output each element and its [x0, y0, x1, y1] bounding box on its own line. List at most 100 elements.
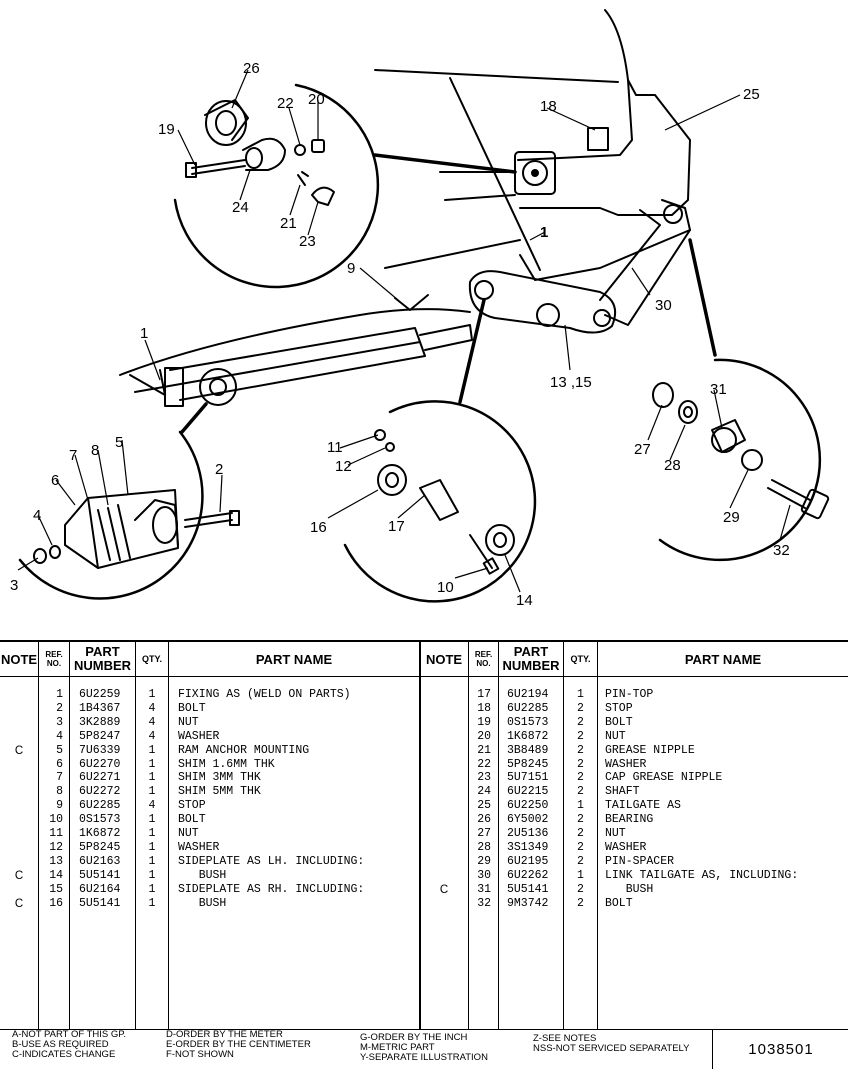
- cell-ref: 14: [49, 868, 63, 882]
- callout-12: 12: [335, 458, 352, 475]
- cell-qty: 2: [577, 743, 584, 757]
- callout-1-ram: 1: [140, 325, 148, 342]
- cell-name: PIN-TOP: [605, 688, 654, 701]
- cell-qty: 2: [577, 729, 584, 743]
- callout-7: 7: [69, 447, 77, 464]
- cell-qty: 2: [577, 840, 584, 854]
- legend-footer: A-NOT PART OF THIS GP. B-USE AS REQUIRED…: [0, 1030, 848, 1069]
- cell-qty: 1: [148, 840, 156, 854]
- callout-28: 28: [664, 457, 681, 474]
- cell-qty: 1: [577, 688, 584, 701]
- callout-18: 18: [540, 98, 557, 115]
- cell-qty: 4: [148, 799, 156, 813]
- callout-23: 23: [299, 233, 316, 250]
- cell-part: 6U2163: [79, 854, 121, 868]
- header-qty-left: QTY.: [141, 654, 162, 664]
- cell-part: 6U2272: [79, 785, 121, 799]
- cell-ref: 19: [477, 715, 491, 729]
- cell-ref: 4: [56, 729, 63, 743]
- header-part-left: PART NUMBER: [73, 644, 132, 673]
- cell-name: STOP: [178, 799, 206, 813]
- cell-qty: 1: [148, 743, 156, 757]
- cell-qty: 2: [577, 757, 584, 771]
- cell-part: 5U7151: [507, 771, 549, 785]
- cell-part: 1K6872: [79, 827, 121, 840]
- legend-col-z-nss: Z-SEE NOTES NSS-NOT SERVICED SEPARATELY: [533, 1033, 690, 1054]
- header-name-left: PART NAME: [255, 651, 333, 667]
- header-name-right: PART NAME: [684, 651, 762, 667]
- callout-10: 10: [437, 579, 454, 596]
- cell-part: 6U2250: [507, 799, 549, 813]
- cell-ref: 17: [477, 688, 491, 701]
- cell-qty: 1: [148, 868, 156, 882]
- cell-ref: 32: [477, 896, 491, 910]
- cell-ref: 1: [56, 688, 63, 701]
- cell-part: 9M3742: [507, 896, 549, 910]
- callout-26: 26: [243, 60, 260, 77]
- exploded-parts-diagram: 26 22 20 19 24 21 23 18 25 1 9 1 30 13 ,…: [10, 9, 830, 609]
- callout-16: 16: [310, 519, 327, 536]
- cell-ref: 12: [49, 840, 63, 854]
- cell-qty: 2: [577, 701, 584, 715]
- cell-part: 6U2164: [79, 882, 121, 896]
- cell-note: C: [14, 869, 24, 882]
- callout-3: 3: [10, 577, 18, 594]
- cell-qty: 4: [148, 715, 156, 729]
- callout-11: 11: [327, 439, 343, 456]
- cell-name: PIN-SPACER: [605, 854, 675, 868]
- cell-part: 6U2259: [79, 688, 121, 701]
- cell-qty: 1: [148, 688, 156, 701]
- cell-ref: 8: [56, 785, 63, 799]
- cell-qty: 2: [577, 771, 584, 785]
- cell-qty: 4: [148, 729, 156, 743]
- cell-name: RAM ANCHOR MOUNTING: [178, 743, 310, 757]
- callout-22: 22: [277, 95, 294, 112]
- cell-name: SHIM 5MM THK: [178, 785, 261, 799]
- callout-29: 29: [723, 509, 740, 526]
- cell-ref: 28: [477, 840, 491, 854]
- cell-name: NUT: [178, 715, 199, 729]
- cell-part: 6U2262: [507, 868, 549, 882]
- cell-ref: 15: [49, 882, 63, 896]
- cell-qty: 1: [148, 771, 156, 785]
- header-part-right: PART NUMBER: [502, 644, 560, 673]
- cell-qty: 1: [148, 827, 156, 840]
- cell-name: NUT: [605, 729, 626, 743]
- cell-part: 3K2889: [79, 715, 121, 729]
- cell-ref: 29: [477, 854, 491, 868]
- cell-name: TAILGATE AS: [605, 799, 681, 813]
- header-note-left: NOTE: [0, 651, 38, 667]
- cell-name: WASHER: [178, 729, 220, 743]
- callout-9: 9: [347, 260, 355, 277]
- callout-6: 6: [51, 472, 59, 489]
- callout-19: 19: [158, 121, 175, 138]
- cell-part: 3B8489: [507, 743, 549, 757]
- cell-name: SIDEPLATE AS LH. INCLUDING:: [178, 854, 365, 868]
- cell-qty: 4: [148, 701, 156, 715]
- cell-name: LINK TAILGATE AS, INCLUDING:: [605, 868, 799, 882]
- legend-col-g-y: G-ORDER BY THE INCH M-METRIC PART Y-SEPA…: [360, 1032, 488, 1063]
- cell-qty: 1: [148, 813, 156, 827]
- callout-31: 31: [710, 381, 727, 398]
- cell-name: BOLT: [605, 896, 633, 910]
- cell-ref: 16: [49, 896, 63, 910]
- cell-part: 5P8247: [79, 729, 121, 743]
- cell-part: 6Y5002: [507, 813, 549, 827]
- cell-qty: 1: [148, 757, 156, 771]
- callout-13-15: 13 ,15: [550, 374, 592, 391]
- cell-ref: 9: [56, 799, 63, 813]
